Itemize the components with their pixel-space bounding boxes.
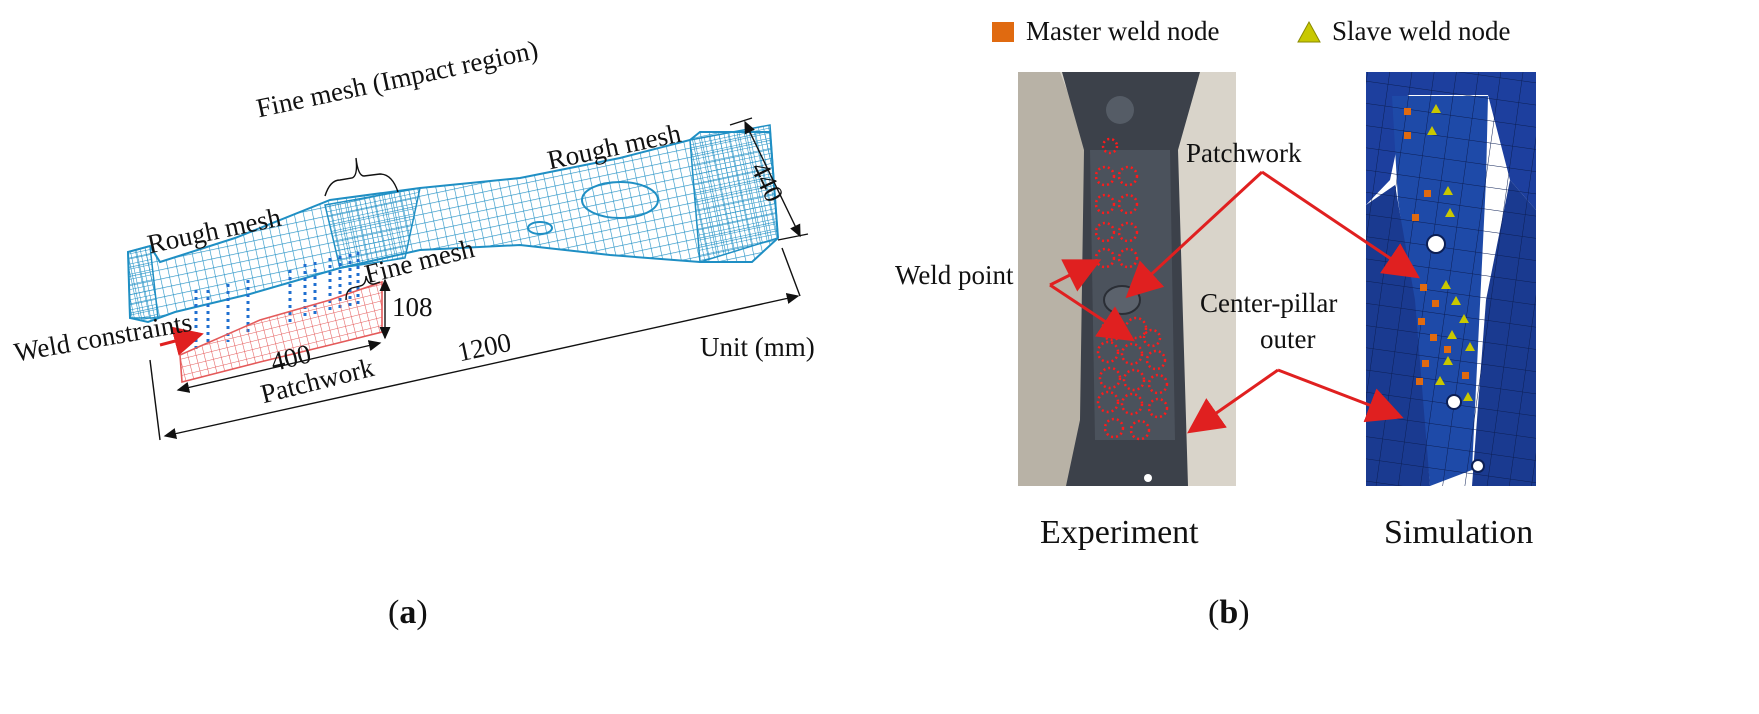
caption-a: (a)	[388, 596, 428, 630]
slave-weld-node-swatch	[1297, 20, 1321, 43]
weld-constraints-arrow	[159, 326, 204, 356]
caption-b-close: )	[1238, 594, 1250, 631]
simulation-image	[1366, 72, 1536, 486]
label-patchwork-b: Patchwork	[1186, 138, 1302, 168]
dimension-lines	[149, 117, 809, 441]
label-simulation: Simulation	[1384, 514, 1534, 551]
caption-b: (b)	[1208, 596, 1250, 630]
label-center-pillar-1: Center-pillar	[1200, 288, 1338, 318]
master-weld-node-swatch	[992, 22, 1014, 42]
simulation-weld-nodes	[1404, 104, 1475, 401]
label-experiment: Experiment	[1040, 514, 1199, 551]
caption-b-open: (	[1208, 594, 1220, 631]
caption-b-letter: b	[1219, 594, 1239, 631]
label-weld-point: Weld point	[895, 260, 1014, 290]
dim-108: 108	[392, 292, 433, 322]
legend-slave-label: Slave weld node	[1332, 16, 1511, 46]
label-center-pillar-2: outer	[1260, 324, 1316, 354]
label-unit: Unit (mm)	[700, 332, 815, 362]
caption-a-close: )	[416, 594, 428, 631]
caption-a-letter: a	[399, 594, 417, 631]
caption-a-open: (	[388, 594, 400, 631]
annotation-arrows	[1049, 170, 1420, 434]
legend-master-label: Master weld node	[1026, 16, 1220, 46]
